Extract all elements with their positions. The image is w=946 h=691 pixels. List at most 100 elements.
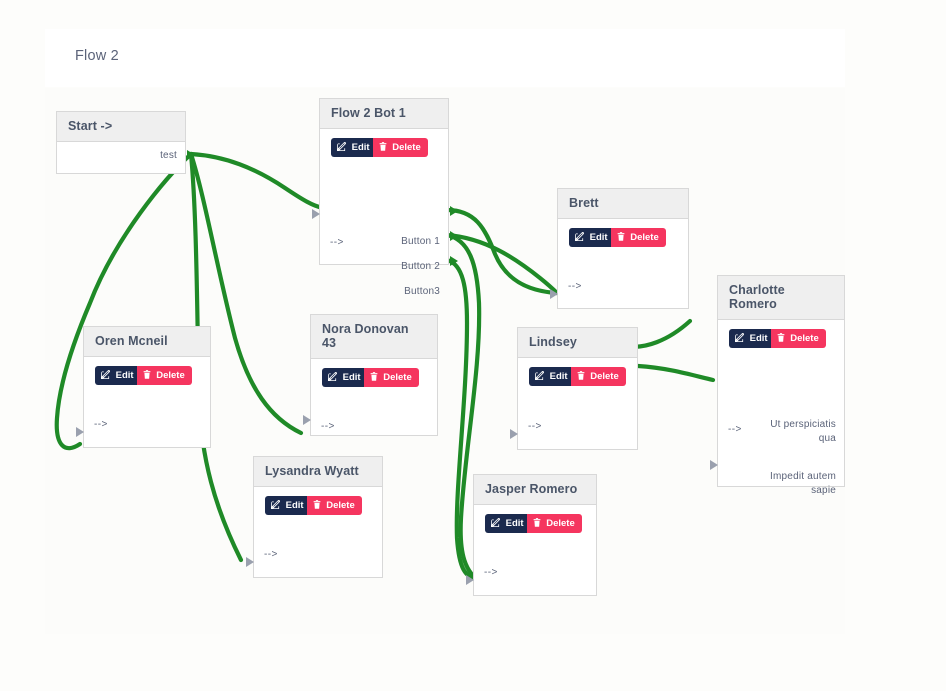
node-actions: Edit Delete: [84, 357, 210, 385]
input-arrow-icon: [510, 429, 518, 439]
edit-button[interactable]: Edit: [529, 367, 575, 386]
edit-button[interactable]: Edit: [95, 366, 141, 385]
delete-button[interactable]: Delete: [372, 138, 428, 157]
input-port[interactable]: -->: [568, 281, 582, 292]
node-title: Brett: [558, 189, 688, 219]
output-port-button-1[interactable]: Button 1: [401, 236, 440, 247]
node-charlotte-romero[interactable]: Charlotte Romero Edit Delete --> Ut pers…: [710, 275, 845, 496]
delete-button-label: Delete: [546, 518, 575, 529]
trash-icon: [577, 371, 584, 380]
output-arrow-icon-1: [450, 206, 458, 216]
output-port-button-3[interactable]: Button3: [404, 286, 440, 297]
node-title: Lindsey: [518, 328, 637, 358]
trash-icon: [313, 500, 320, 509]
node-title: Jasper Romero: [474, 475, 596, 505]
delete-button[interactable]: Delete: [526, 514, 582, 533]
input-port[interactable]: -->: [528, 421, 542, 432]
input-arrow-icon: [466, 575, 474, 585]
edit-button-label: Edit: [749, 333, 768, 344]
edit-button[interactable]: Edit: [265, 496, 311, 515]
output-port-text-2[interactable]: Impedit autem sapie: [770, 471, 836, 496]
output-port-test[interactable]: test: [160, 150, 177, 161]
edge-button1-to-brett: [444, 207, 560, 296]
node-oren-mcneil[interactable]: Oren Mcneil Edit Delete -->: [76, 326, 211, 448]
node-actions: Edit Delete: [518, 358, 637, 386]
delete-button-label: Delete: [326, 500, 355, 511]
node-body: test: [57, 142, 185, 172]
pencil-square-icon: [101, 370, 110, 379]
node-body: Edit Delete -->: [518, 358, 637, 448]
input-arrow-icon: [246, 557, 254, 567]
node-lindsey[interactable]: Lindsey Edit Delete -->: [510, 327, 638, 450]
delete-button-label: Delete: [156, 370, 185, 381]
pencil-square-icon: [535, 371, 544, 380]
output-arrow-icon-3: [450, 256, 458, 266]
pencil-square-icon: [328, 372, 337, 381]
node-actions: Edit Delete: [311, 359, 437, 387]
delete-button[interactable]: Delete: [610, 228, 666, 247]
node-brett[interactable]: Brett Edit Delete -->: [550, 188, 689, 309]
input-arrow-icon: [550, 289, 558, 299]
node-actions: Edit Delete: [558, 219, 688, 247]
edit-button-label: Edit: [505, 518, 524, 529]
delete-button[interactable]: Delete: [570, 367, 626, 386]
output-port-text-1[interactable]: Ut perspiciatis qua: [770, 419, 836, 444]
node-body: Edit Delete -->: [558, 219, 688, 307]
delete-button-label: Delete: [630, 232, 659, 243]
pencil-square-icon: [271, 500, 280, 509]
input-port[interactable]: -->: [484, 567, 498, 578]
edit-button-label: Edit: [549, 371, 568, 382]
trash-icon: [379, 142, 386, 151]
edit-button-label: Edit: [115, 370, 134, 381]
node-title: Charlotte Romero: [718, 276, 844, 320]
flow-canvas[interactable]: Start -> test Flow 2 Bot 1 Edit Delete: [45, 88, 845, 634]
delete-button-label: Delete: [590, 371, 619, 382]
node-flow-2-bot-1[interactable]: Flow 2 Bot 1 Edit Delete --> Button 1 Bu…: [312, 98, 458, 297]
node-lysandra-wyatt[interactable]: Lysandra Wyatt Edit Delete -->: [246, 456, 383, 578]
node-jasper-romero[interactable]: Jasper Romero Edit Delete -->: [466, 474, 597, 596]
pencil-square-icon: [575, 232, 584, 241]
edit-button-label: Edit: [351, 142, 370, 153]
edit-button[interactable]: Edit: [729, 329, 775, 348]
edit-button[interactable]: Edit: [331, 138, 377, 157]
trash-icon: [533, 518, 540, 527]
input-port[interactable]: -->: [321, 421, 335, 432]
node-nora-donovan-43[interactable]: Nora Donovan 43 Edit Delete -->: [303, 314, 438, 436]
node-start[interactable]: Start -> test: [56, 111, 195, 174]
page-title: Flow 2: [75, 48, 119, 64]
output-arrow-icon: [187, 150, 195, 160]
input-arrow-icon: [312, 209, 320, 219]
input-arrow-icon: [710, 460, 718, 470]
node-body: Edit Delete -->: [254, 487, 382, 576]
node-body: Edit Delete -->: [474, 505, 596, 594]
delete-button[interactable]: Delete: [770, 329, 826, 348]
pencil-square-icon: [735, 333, 744, 342]
edit-button[interactable]: Edit: [485, 514, 531, 533]
node-body: Edit Delete -->: [311, 359, 437, 448]
input-port[interactable]: -->: [728, 424, 742, 435]
edit-button[interactable]: Edit: [569, 228, 615, 247]
node-body: Edit Delete -->: [84, 357, 210, 446]
delete-button-label: Delete: [392, 142, 421, 153]
output-arrow-icon-2: [450, 231, 458, 241]
edit-button-label: Edit: [342, 372, 361, 383]
delete-button[interactable]: Delete: [306, 496, 362, 515]
output-port-button-2[interactable]: Button 2: [401, 261, 440, 272]
node-actions: Edit Delete: [254, 487, 382, 515]
edge-lindsey-to-charlotte: [635, 363, 716, 383]
node-actions: Edit Delete: [320, 129, 448, 157]
pencil-square-icon: [337, 142, 346, 151]
input-port[interactable]: -->: [94, 419, 108, 430]
input-port[interactable]: -->: [264, 549, 278, 560]
node-title: Start ->: [57, 112, 185, 142]
node-actions: Edit Delete: [474, 505, 596, 533]
delete-button[interactable]: Delete: [136, 366, 192, 385]
delete-button-label: Delete: [790, 333, 819, 344]
trash-icon: [617, 232, 624, 241]
edit-button-label: Edit: [589, 232, 608, 243]
edit-button[interactable]: Edit: [322, 368, 368, 387]
delete-button[interactable]: Delete: [363, 368, 419, 387]
input-port[interactable]: -->: [330, 237, 344, 248]
edge-start-to-flowbot: [188, 151, 326, 211]
